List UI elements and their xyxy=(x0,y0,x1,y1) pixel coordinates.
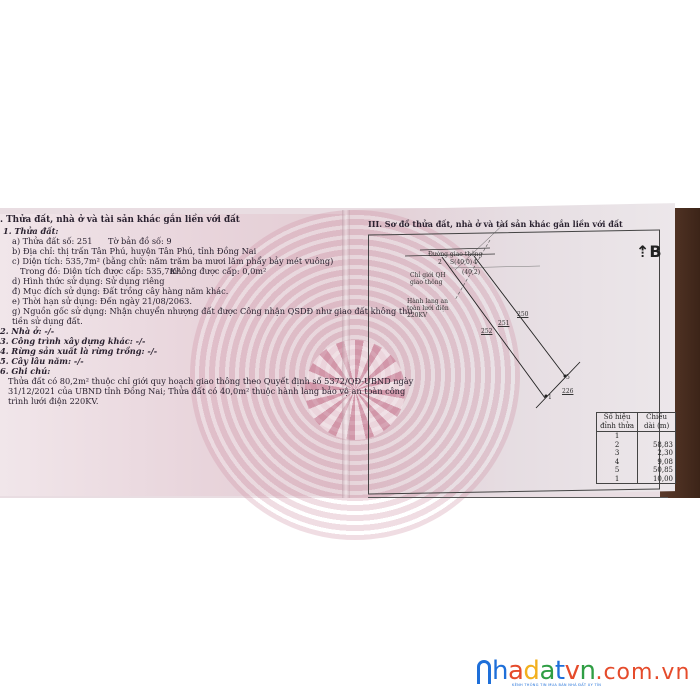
point-2: 2 xyxy=(438,259,442,266)
table-row: 1 xyxy=(595,431,676,441)
label-planning-boundary: Chỉ giới QH giao thông xyxy=(410,272,446,286)
label-parcel-250: 250 xyxy=(517,311,529,318)
note-line-1: Thửa đất có 80,2m² thuộc chỉ giới quy ho… xyxy=(8,376,414,386)
section-title-right: III. Sơ đồ thửa đất, nhà ở và tài sản kh… xyxy=(368,219,623,229)
watermark-domain: .com.vn xyxy=(595,660,691,685)
other-construction-item: 3. Công trình xây dựng khác: -/- xyxy=(0,336,146,346)
usage-origin: g) Nguồn gốc sử dụng: Nhận chuyển nhượng… xyxy=(12,306,413,316)
drum-star-emblem xyxy=(305,340,405,440)
north-arrow-icon: ⇡B xyxy=(636,242,662,261)
label-road-area: S(40,0) xyxy=(450,259,473,266)
notes-heading: 6. Ghi chú: xyxy=(0,366,51,376)
parcel-area: c) Diện tích: 535,7m² (bằng chữ: năm tră… xyxy=(12,256,334,266)
perennial-item: 5. Cây lâu năm: -/- xyxy=(0,356,84,366)
page-fold xyxy=(342,210,350,498)
usage-form: d) Hình thức sử dụng: Sử dụng riêng xyxy=(12,276,165,286)
not-granted-area: Không được cấp: 0,0m² xyxy=(170,266,267,276)
label-parcel-226: 226 xyxy=(562,388,574,395)
col-header-length: Chiều dài (m) xyxy=(637,412,676,432)
parcel-address: b) Địa chỉ: thị trấn Tân Phú, huyện Tân … xyxy=(12,246,257,256)
label-parcel-252: 252 xyxy=(481,328,493,335)
usage-origin-cont: tiền sử dụng đất. xyxy=(12,316,83,326)
forest-item: 4. Rừng sản xuất là rừng trồng: -/- xyxy=(0,346,158,356)
usage-term: e) Thời hạn sử dụng: Đến ngày 21/08/2063… xyxy=(12,296,192,306)
house-item: 2. Nhà ở: -/- xyxy=(0,326,55,336)
note-line-2: 31/12/2021 của UBND tỉnh Đồng Nai; Thửa … xyxy=(8,386,406,396)
point-5: 5 xyxy=(566,374,570,381)
col-header-point: Số hiệu đỉnh thửa xyxy=(595,412,639,432)
parcel-number: a) Thửa đất số: 251 xyxy=(12,236,93,246)
house-logo-icon xyxy=(477,660,491,684)
label-road: Đường giao thông xyxy=(428,251,483,258)
left-page xyxy=(0,214,345,496)
usage-purpose: đ) Mục đích sử dụng: Đất trồng cây hàng … xyxy=(12,286,229,296)
point-1: 1 xyxy=(548,394,552,401)
note-line-3: trình lưới điện 220KV. xyxy=(8,396,99,406)
point-4: 4 xyxy=(473,259,477,266)
watermark-logo: hadatvn.com.vn xyxy=(492,656,691,686)
label-setback-area: (40,2) xyxy=(462,269,481,276)
section-title-left: . Thửa đất, nhà ở và tài sản khác gắn li… xyxy=(0,215,240,225)
label-power-corridor: Hành lang an toàn lưới điện 220KV xyxy=(407,298,449,319)
label-parcel-251: 251 xyxy=(498,320,510,327)
watermark-tagline: KÊNH THÔNG TIN MUA BÁN NHÀ ĐẤT UY TÍN xyxy=(512,683,602,687)
parcel-heading: 1. Thửa đất: xyxy=(3,226,59,236)
granted-area: Trong đó: Diện tích được cấp: 535,7m². xyxy=(20,266,184,276)
map-sheet-number: Tờ bản đồ số: 9 xyxy=(108,236,172,246)
next-section-border xyxy=(368,497,668,502)
